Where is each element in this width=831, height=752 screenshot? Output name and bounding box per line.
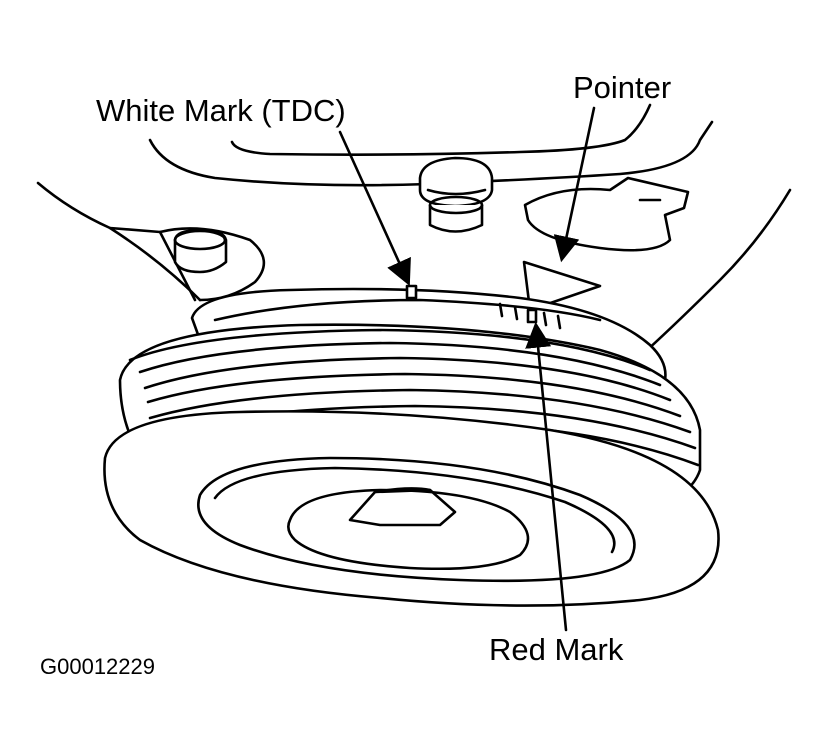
red-mark-leader <box>525 321 568 632</box>
red-mark <box>526 308 538 324</box>
red-mark-label: Red Mark <box>489 632 624 667</box>
white-mark <box>405 284 418 300</box>
white-mark-label: White Mark (TDC) <box>96 93 346 128</box>
pointer-triangle <box>522 260 602 312</box>
upper-bolt <box>418 156 494 233</box>
figure-id-label: G00012229 <box>40 654 155 679</box>
crankshaft-pulley <box>103 287 720 607</box>
white-mark-leader <box>338 130 411 286</box>
lower-left-bolt <box>158 227 266 302</box>
pointer-leader <box>553 106 596 263</box>
scale-marks <box>498 302 562 330</box>
pointer-label: Pointer <box>573 70 672 105</box>
